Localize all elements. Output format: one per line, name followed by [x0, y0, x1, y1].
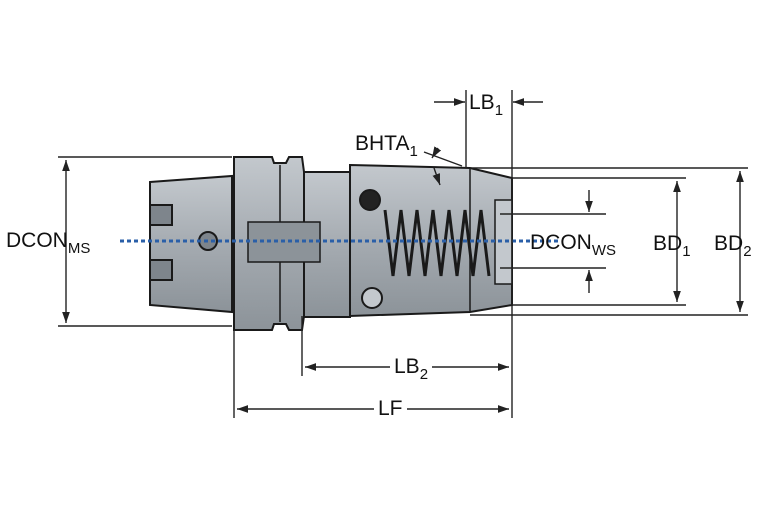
- dimension-lines: [58, 90, 748, 418]
- shank-taper: [149, 174, 233, 314]
- shank-slot-bottom: [149, 259, 173, 281]
- label-dcon-ms: DCONMS: [6, 229, 91, 257]
- label-bd1: BD1: [653, 232, 691, 260]
- spring: [383, 209, 491, 277]
- label-bd2: BD2: [714, 232, 752, 260]
- label-bhta1: BHTA1: [355, 132, 418, 160]
- label-lb2: LB2: [390, 356, 433, 382]
- label-dcon-ws: DCONWS: [530, 231, 617, 259]
- tool-body: [149, 156, 513, 331]
- shank-slot-top: [149, 204, 173, 226]
- label-lf: LF: [374, 398, 407, 419]
- clamp-screw-top: [359, 189, 381, 211]
- label-lb1: LB1: [469, 91, 504, 119]
- clamp-screw-bottom: [361, 287, 383, 309]
